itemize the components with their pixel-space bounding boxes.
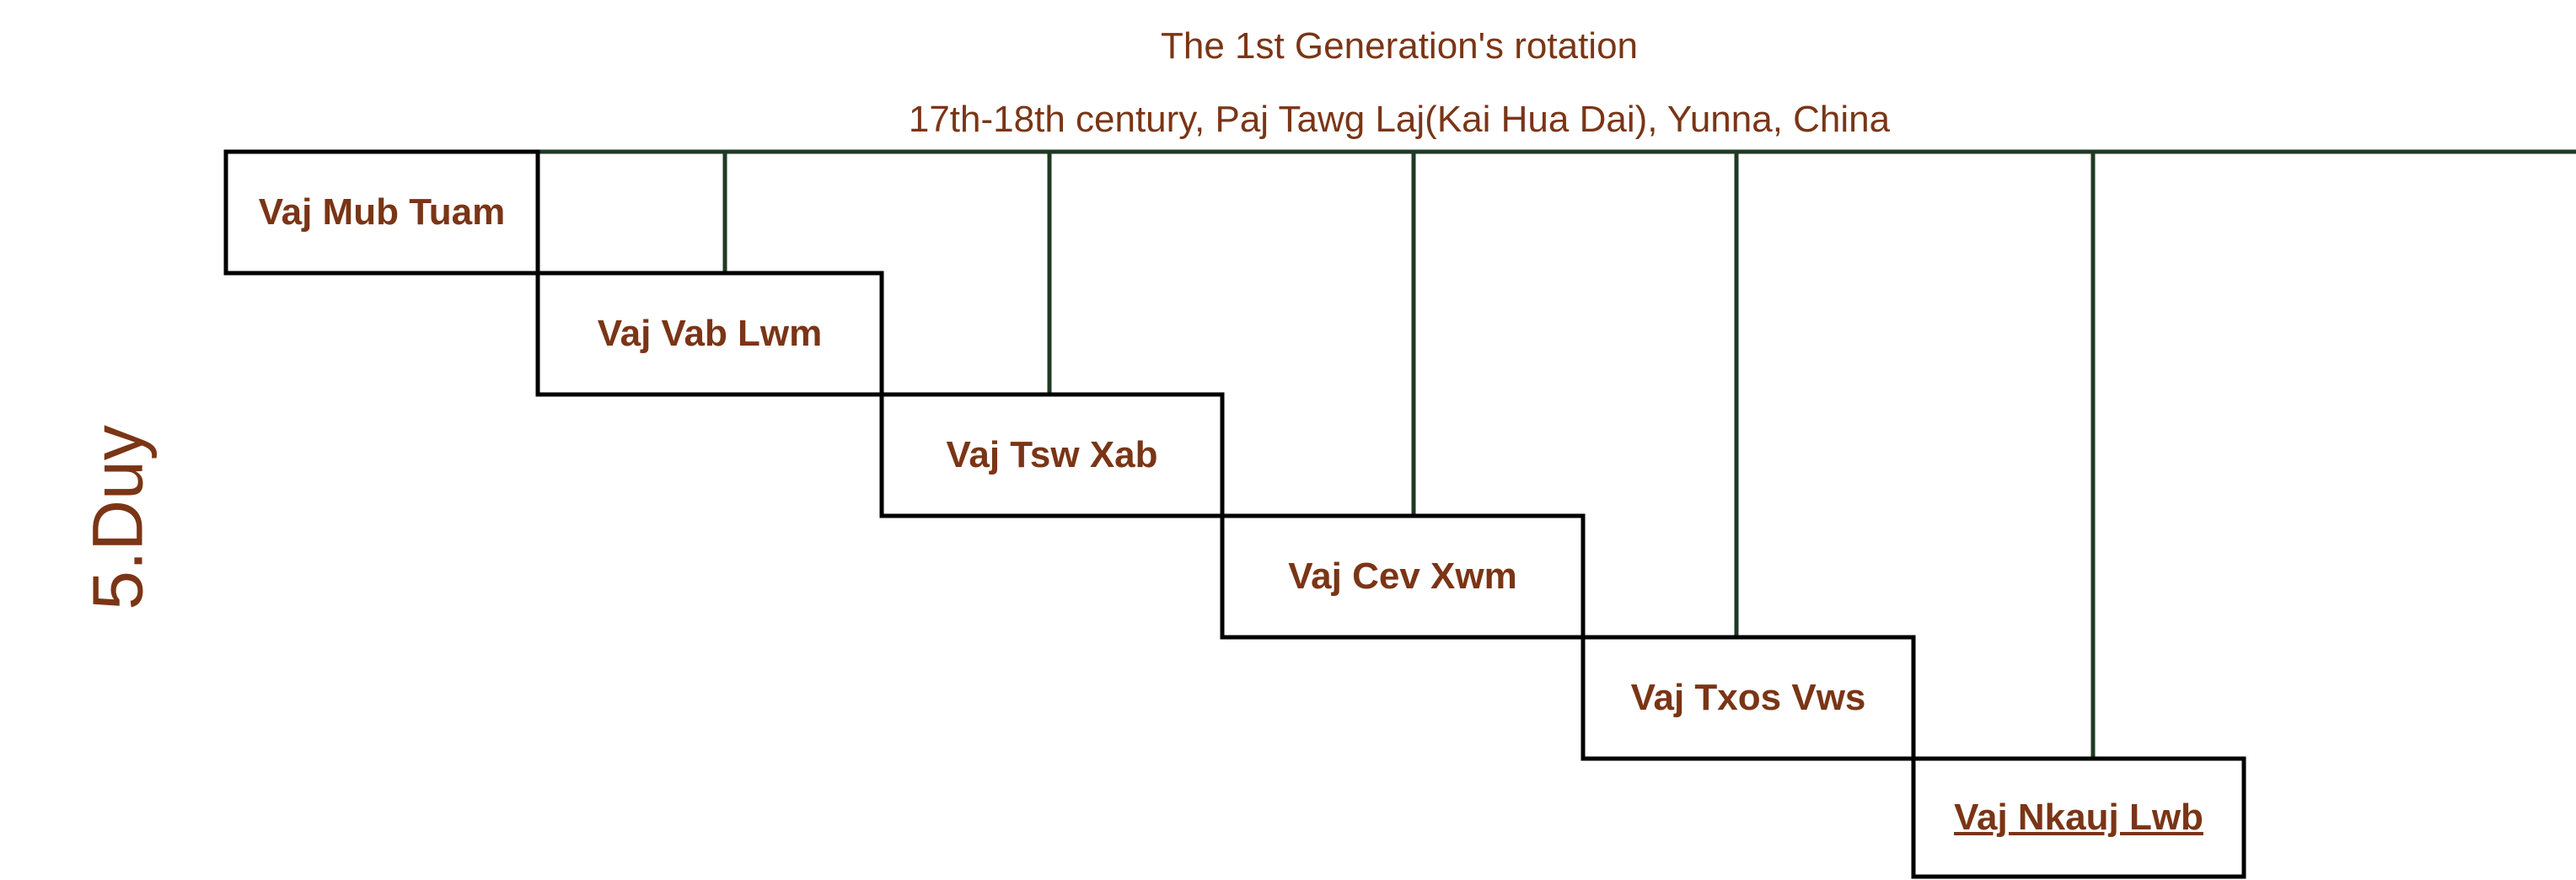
diagram-subtitle: 17th-18th century, Paj Tawg Laj(Kai Hua … [908,99,1891,140]
member-name-1: Vaj Mub Tuam [258,191,506,233]
member-name-3: Vaj Tsw Xab [946,434,1158,475]
member-name-5: Vaj Txos Vws [1630,677,1866,718]
diagram-title: The 1st Generation's rotation [1160,25,1639,67]
member-box-4 [1220,513,1586,640]
member-box-5 [1580,635,1916,761]
member-name-2: Vaj Vab Lwm [597,313,823,354]
side-label: 5.Duy [78,425,158,610]
connector-lines [538,149,2576,759]
member-box-2 [535,271,884,397]
member-box-6 [1911,756,2246,879]
member-box-1 [223,149,540,276]
member-boxes [223,149,2246,879]
member-name-6[interactable]: Vaj Nkauj Lwb [1954,797,2203,838]
member-box-3 [879,392,1225,518]
member-name-4: Vaj Cev Xwm [1288,555,1517,597]
